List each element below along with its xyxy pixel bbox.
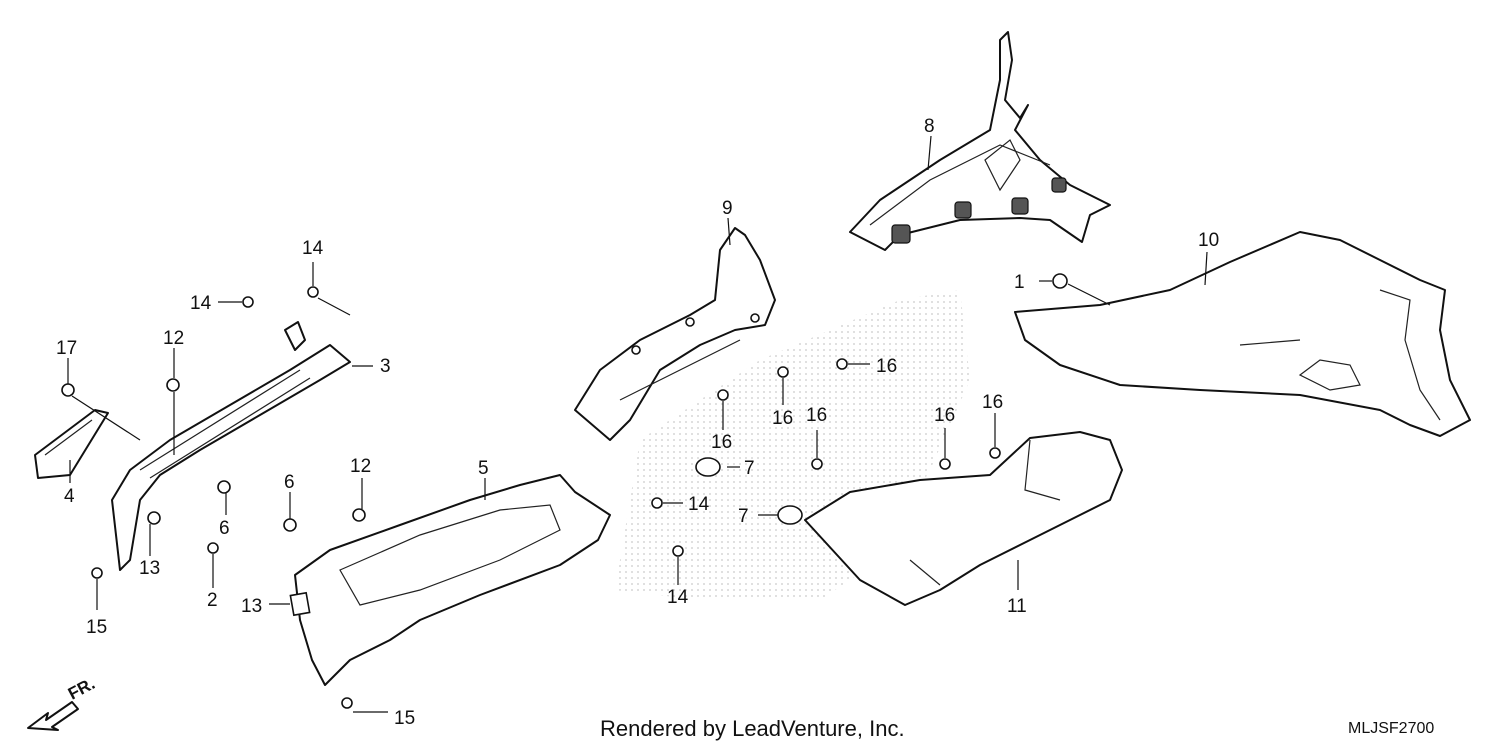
callout-12b: 12: [350, 456, 371, 477]
callout-8: 8: [924, 116, 935, 137]
callout-6b: 6: [284, 472, 295, 493]
callout-16a: 16: [711, 432, 732, 453]
part-5-lower-cover: [294, 474, 611, 686]
front-direction-arrow: FR.: [27, 674, 98, 731]
callout-15b: 15: [394, 708, 415, 729]
callout-1: 1: [1014, 272, 1025, 293]
hardware: [61, 273, 1068, 709]
part-3-side-bracket: [111, 321, 351, 571]
callout-9: 9: [722, 198, 733, 219]
callout-15a: 15: [86, 617, 107, 638]
callout-16f: 16: [982, 392, 1003, 413]
callout-14b: 14: [190, 293, 212, 314]
callout-13b: 13: [241, 596, 262, 617]
grommet-7b: [777, 505, 803, 525]
grommet-7a: [695, 457, 721, 477]
part-4-plate: [34, 409, 109, 479]
callout-12a: 12: [163, 328, 184, 349]
render-credit: Rendered by LeadVenture, Inc.: [600, 716, 905, 741]
diagram-code: MLJSF2700: [1348, 720, 1435, 737]
callout-14c: 14: [688, 494, 710, 515]
callout-16c: 16: [876, 356, 897, 377]
callout-17: 17: [56, 338, 77, 359]
callout-14a: 14: [302, 238, 324, 259]
callout-10: 10: [1198, 230, 1219, 251]
callout-11: 11: [1007, 596, 1027, 617]
arrow-icon: [27, 701, 79, 731]
callout-16d: 16: [806, 405, 827, 426]
callouts: 1 2 3 4 5 6 6 7 7 8 9 10 11 12 12 13 13 …: [56, 116, 1219, 729]
callout-16b: 16: [772, 408, 793, 429]
leader-lines: [67, 135, 1208, 713]
part-11-right-cover: [804, 431, 1123, 606]
part-9-center-bracket: [574, 227, 776, 441]
callout-2: 2: [207, 590, 218, 611]
callout-7b: 7: [738, 506, 749, 527]
callout-7a: 7: [744, 458, 755, 479]
part-10-rear-panel: [1014, 231, 1471, 437]
callout-5: 5: [478, 458, 489, 479]
callout-4: 4: [64, 486, 75, 507]
callout-14d: 14: [667, 587, 689, 608]
callout-6a: 6: [219, 518, 230, 539]
callout-16e: 16: [934, 405, 955, 426]
callout-3: 3: [380, 356, 391, 377]
direction-label: FR.: [65, 674, 98, 704]
callout-13a: 13: [139, 558, 160, 579]
part-8-upper-cover: [849, 31, 1111, 251]
grommet-1: [1052, 273, 1068, 289]
